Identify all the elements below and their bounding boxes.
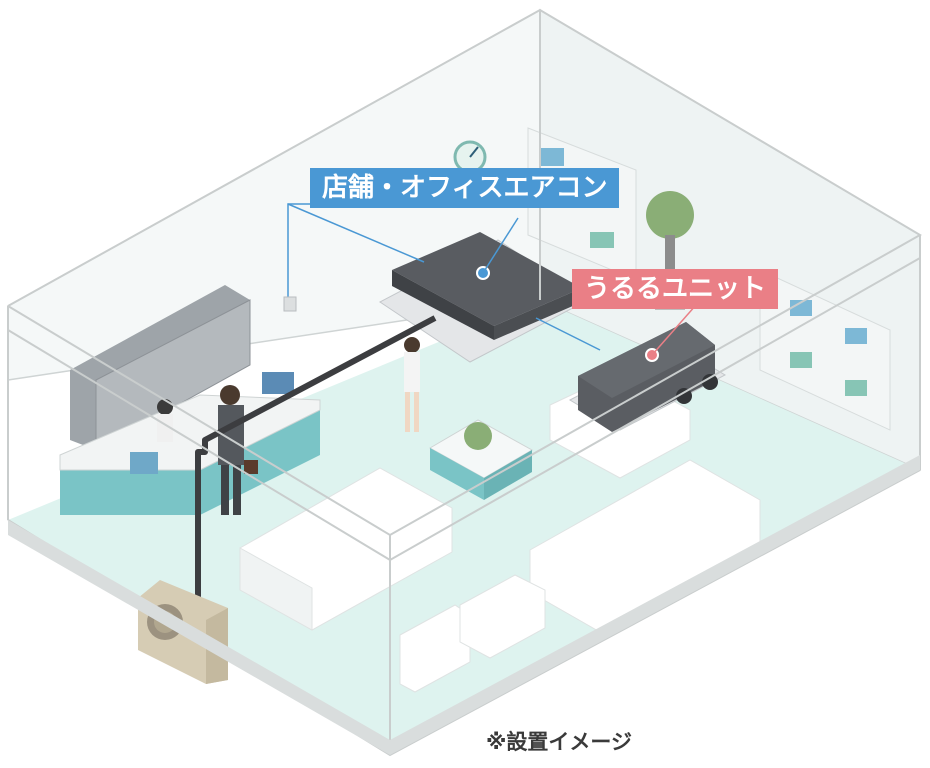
floor <box>8 300 920 750</box>
bookshelf-right <box>759 269 891 431</box>
walking-woman-figure <box>404 337 420 432</box>
ururu-unit-label: うるるユニット <box>572 269 779 309</box>
refrigerant-pipe <box>195 315 437 598</box>
installation-image-caption: ※設置イメージ <box>486 730 632 754</box>
sofa-left <box>239 467 453 631</box>
wall-switch <box>283 296 297 312</box>
ururu-leader-line <box>651 304 697 356</box>
aircon-label: 店舗・オフィスエアコン <box>310 168 620 208</box>
armchairs <box>399 574 546 693</box>
filing-cabinets <box>70 285 251 451</box>
